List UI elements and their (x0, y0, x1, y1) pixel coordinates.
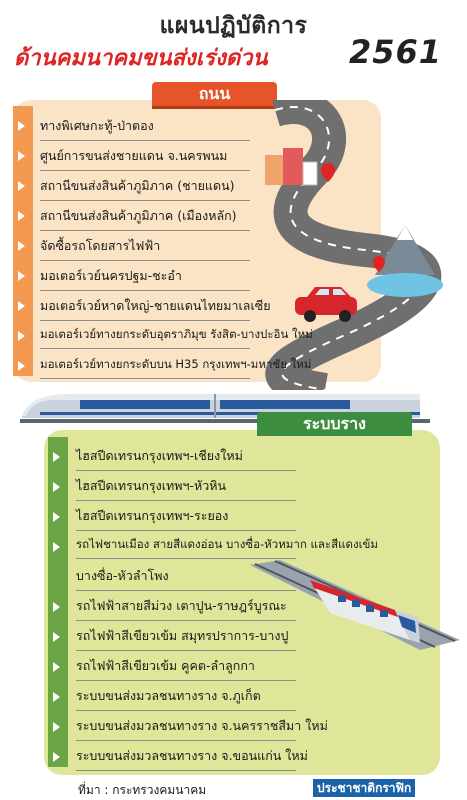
rail-item: รถไฟชานเมือง สายสีแดงอ่อน บางซื่อ-หัวหมา… (76, 536, 378, 559)
rail-item: ไฮสปีดเทรนกรุงเทพฯ-เชียงใหม่ (76, 446, 296, 471)
road-item: ทางพิเศษกะทู้-ป่าตอง (40, 116, 250, 141)
rail-item: ระบบขนส่งมวลชนทางราง จ.ภูเก็ต (76, 686, 296, 711)
rail-tab: ระบบราง (257, 412, 412, 436)
rail-bullet-arrow (53, 632, 60, 642)
road-bullet-arrow (18, 151, 25, 161)
rail-item: รถไฟฟ้าสีเขียวเข้ม คูคต-ลำลูกกา (76, 656, 296, 681)
road-tab: ถนน (152, 82, 277, 109)
road-item: จัดซื้อรถโดยสารไฟฟ้า (40, 236, 251, 261)
road-bullet-arrow (18, 181, 25, 191)
rail-bullet-arrow (53, 662, 60, 672)
rail-item: ระบบขนส่งมวลชนทางราง จ.นครราชสีมา ใหม่ (76, 716, 328, 741)
rail-item: รถไฟฟ้าสายสีม่วง เตาปูน-ราษฎร์บูรณะ (76, 596, 296, 621)
road-bullet-arrow (18, 361, 25, 371)
brand-badge: ประชาชาติกราฟิก (313, 779, 416, 797)
rail-bullet-arrow (53, 482, 60, 492)
rail-item-continued: บางซื่อ-หัวลำโพง (76, 566, 295, 591)
rail-bullet-arrow (53, 542, 60, 552)
rail-item: ระบบขนส่งมวลชนทางราง จ.ขอนแก่น ใหม่ (76, 746, 308, 771)
road-item: สถานีขนส่งสินค้าภูมิภาค (เมืองหลัก) (40, 206, 250, 231)
road-illustration (265, 100, 443, 390)
road-item: มอเตอร์เวย์หาดใหญ่-ชายแดนไทยมาเลเซีย (40, 296, 271, 321)
rail-bullet-arrow (53, 512, 60, 522)
road-item: มอเตอร์เวย์นครปฐม-ชะอำ (40, 266, 250, 291)
road-item: ศูนย์การขนส่งชายแดน จ.นครพนม (40, 146, 251, 171)
rail-bullet-arrow (53, 692, 60, 702)
title-year: 2561 (349, 33, 443, 71)
road-bullet-arrow (18, 121, 25, 131)
road-item: มอเตอร์เวย์ทางยกระดับบน H35 กรุงเทพฯ-มหา… (40, 356, 311, 379)
rail-item: รถไฟฟ้าสีเขียวเข้ม สมุทรปราการ-บางปู (76, 626, 297, 651)
source-note: ที่มา : กระทรวงคมนาคม (78, 783, 207, 797)
rail-illustration (250, 560, 460, 650)
rail-item: ไฮสปีดเทรนกรุงเทพฯ-หัวหิน (76, 476, 297, 501)
rail-item: ไฮสปีดเทรนกรุงเทพฯ-ระยอง (76, 506, 297, 531)
road-bullet-arrow (18, 331, 25, 341)
title-line-1: แผนปฏิบัติการ (159, 13, 308, 39)
road-bullet-arrow (18, 271, 25, 281)
road-bullet-arrow (18, 301, 25, 311)
road-bullet-arrow (18, 241, 25, 251)
rail-bullet-arrow (53, 602, 60, 612)
rail-bullet-arrow (53, 722, 60, 732)
rail-bullet-arrow (53, 752, 60, 762)
road-bullet-arrow (18, 211, 25, 221)
road-item: มอเตอร์เวย์ทางยกระดับอุตราภิมุข รังสิต-บ… (40, 326, 313, 349)
road-item: สถานีขนส่งสินค้าภูมิภาค (ชายแดน) (40, 176, 250, 201)
rail-bullet-arrow (53, 452, 60, 462)
title-line-2: ด้านคมนาคมขนส่งเร่งด่วน (14, 46, 268, 71)
